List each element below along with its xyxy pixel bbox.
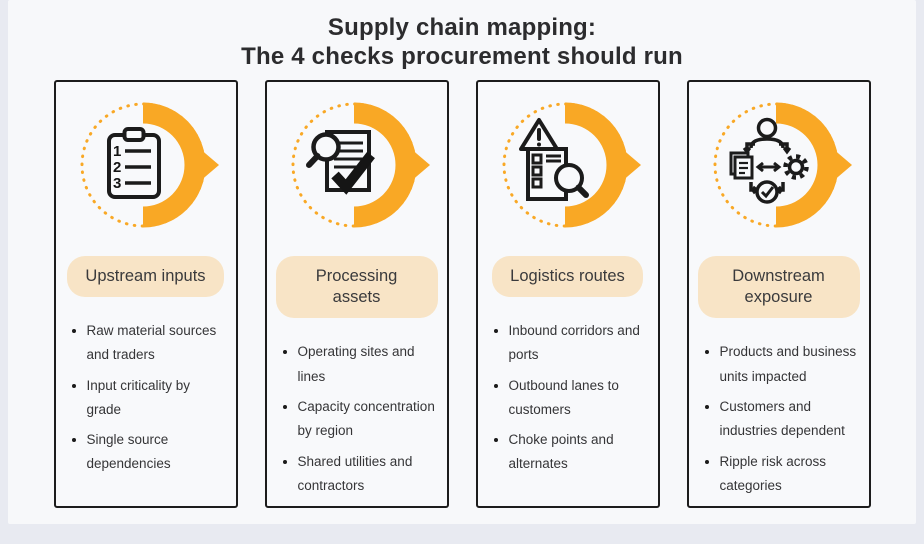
- card-title-pill: Upstream inputs: [67, 255, 224, 297]
- card-title-pill: Processing assets: [275, 255, 438, 319]
- bullet-item: Products and business units impacted: [720, 340, 860, 389]
- bullet-item: Choke points and alternates: [509, 428, 649, 477]
- bullet-item: Shared utilities and contractors: [298, 450, 438, 499]
- document-search-check-icon: [291, 102, 430, 228]
- svg-text:3: 3: [113, 175, 121, 192]
- page-title-line1: Supply chain mapping:: [327, 14, 597, 41]
- bullet-item: Capacity concentration by region: [298, 395, 438, 444]
- bullet-item: Input criticality by grade: [87, 374, 227, 423]
- card-upstream-inputs: 1 2 3 Upstream inputs Raw material sourc…: [53, 79, 238, 508]
- card-logistics-routes: Logistics routes Inbound corridors and p…: [475, 79, 660, 508]
- bullet-list: Raw material sources and traders Input c…: [65, 319, 227, 483]
- svg-text:2: 2: [113, 159, 121, 176]
- bullet-item: Raw material sources and traders: [87, 319, 227, 368]
- card-title: Upstream inputs: [85, 266, 206, 285]
- page-title-line2: The 4 checks procurement should run: [241, 43, 683, 71]
- card-title: Logistics routes: [510, 266, 625, 285]
- svg-text:1: 1: [113, 143, 121, 160]
- bullet-item: Ripple risk across categories: [720, 450, 860, 499]
- person-process-gear-check-icon: [713, 102, 852, 228]
- card-processing-assets: Processing assets Operating sites and li…: [264, 79, 449, 508]
- card-title-pill: Downstream exposure: [697, 255, 860, 319]
- clipboard-numbered-list-icon: 1 2 3: [80, 102, 219, 228]
- page-title: Supply chain mapping:The 4 checks procur…: [8, 0, 916, 72]
- bullet-list: Products and business units impacted Cus…: [698, 340, 860, 504]
- bullet-item: Operating sites and lines: [298, 340, 438, 389]
- alert-checklist-magnifier-icon: [502, 102, 641, 228]
- card-title: Processing assets: [315, 266, 398, 306]
- bullet-item: Customers and industries dependent: [720, 395, 860, 444]
- bullet-item: Single source dependencies: [87, 428, 227, 477]
- card-downstream-exposure: Downstream exposure Products and busines…: [686, 79, 871, 508]
- columns-row: 1 2 3 Upstream inputs Raw material sourc…: [8, 79, 916, 508]
- bullet-item: Outbound lanes to customers: [509, 374, 649, 423]
- bullet-list: Inbound corridors and ports Outbound lan…: [487, 319, 649, 483]
- bullet-item: Inbound corridors and ports: [509, 319, 649, 368]
- infographic-panel: Supply chain mapping:The 4 checks procur…: [8, 0, 916, 524]
- card-title: Downstream exposure: [732, 266, 825, 306]
- bullet-list: Operating sites and lines Capacity conce…: [276, 340, 438, 504]
- card-title-pill: Logistics routes: [492, 255, 643, 297]
